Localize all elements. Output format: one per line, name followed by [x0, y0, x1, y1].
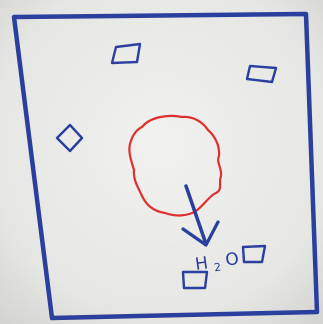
h2o-label-subscript: 2 — [213, 261, 222, 275]
h2o-label-main: H — [194, 253, 209, 275]
h2o-label-tail: O — [224, 249, 240, 271]
